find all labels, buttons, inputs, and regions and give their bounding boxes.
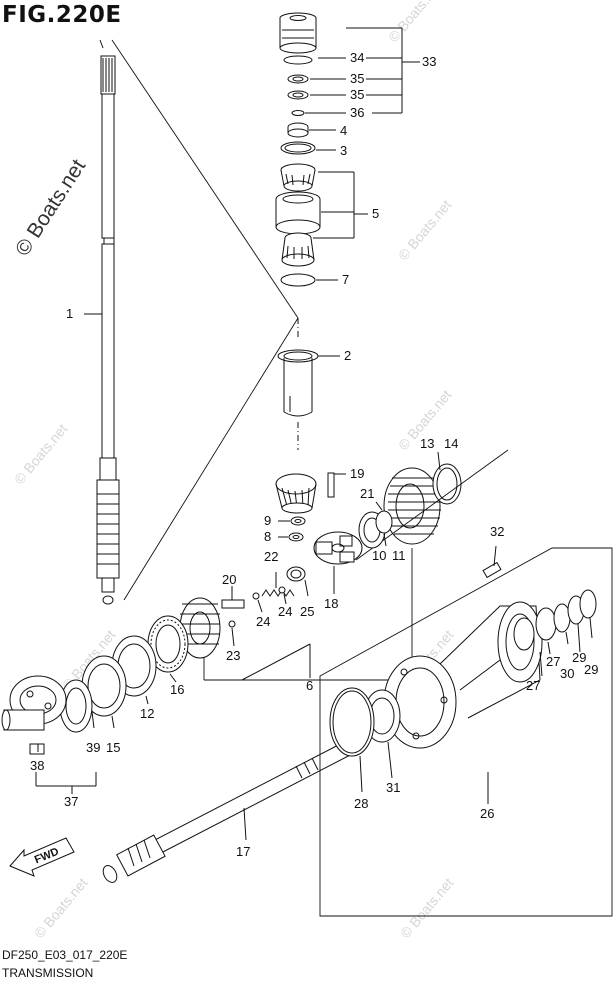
footer-code: DF250_E03_017_220E xyxy=(2,948,128,962)
needle-bearing-27a xyxy=(513,617,535,651)
shim-7 xyxy=(280,273,316,287)
callout-label: 32 xyxy=(490,524,504,539)
clutch-dog-18 xyxy=(313,531,363,565)
callout-label: 25 xyxy=(300,604,314,619)
bearing-housing-37 xyxy=(1,675,67,731)
callout-label: 29 xyxy=(572,650,586,665)
callout-label: 38 xyxy=(30,758,44,773)
callout-label: 34 xyxy=(350,50,364,65)
callout-label: 1 xyxy=(66,306,73,321)
callout-label: 33 xyxy=(422,54,436,69)
seal-29b xyxy=(579,589,597,619)
nut-8 xyxy=(288,532,304,542)
callout-label: 37 xyxy=(64,794,78,809)
footer-caption: TRANSMISSION xyxy=(2,966,94,980)
callout-label: 14 xyxy=(444,436,458,451)
callout-label: 26 xyxy=(480,806,494,821)
push-rod-20 xyxy=(221,599,245,609)
callout-label: 35 xyxy=(350,87,364,102)
callout-label: 28 xyxy=(354,796,368,811)
callout-label: 18 xyxy=(324,596,338,611)
bearing-race-3 xyxy=(280,141,316,155)
propeller-shaft-17 xyxy=(102,739,357,883)
washer-9 xyxy=(290,516,306,526)
callout-label: 27 xyxy=(546,654,560,669)
callout-label: 9 xyxy=(264,513,271,528)
fwd-arrow-icon xyxy=(9,837,75,877)
needle-bearing-27b xyxy=(535,607,557,641)
reverse-gear xyxy=(179,597,221,659)
seal-housing-33 xyxy=(279,12,317,54)
callout-label: 24 xyxy=(256,614,270,629)
callout-label: 36 xyxy=(350,105,364,120)
bearing-sleeve-5 xyxy=(275,191,321,235)
callout-label: 11 xyxy=(392,548,406,563)
callout-label: 39 xyxy=(86,740,100,755)
seal-35a xyxy=(287,74,309,84)
callout-label: 7 xyxy=(342,272,349,287)
forward-gear xyxy=(383,467,441,545)
seal-35b xyxy=(287,90,309,100)
callout-label: 13 xyxy=(420,436,434,451)
callout-label: 8 xyxy=(264,529,271,544)
washer-10 xyxy=(375,510,393,534)
taper-bearing-5b xyxy=(281,232,315,267)
bolt-32 xyxy=(482,545,502,579)
callout-label: 27 xyxy=(526,678,540,693)
figure-title: FIG.220E xyxy=(2,2,122,28)
callout-label: 23 xyxy=(226,648,240,663)
sleeve-2 xyxy=(277,349,319,417)
ball-23 xyxy=(228,620,236,628)
pin-38 xyxy=(29,743,45,755)
callout-label: 15 xyxy=(106,740,120,755)
callout-label: 35 xyxy=(350,71,364,86)
pin-19 xyxy=(327,472,335,498)
callout-label: 6 xyxy=(306,678,313,693)
o-ring-34 xyxy=(283,55,313,65)
callout-label: 24 xyxy=(278,604,292,619)
taper-bearing-5a xyxy=(280,163,316,192)
nut-4 xyxy=(287,122,309,138)
drive-shaft xyxy=(96,39,120,605)
callout-label: 12 xyxy=(140,706,154,721)
callout-label: 31 xyxy=(386,780,400,795)
callout-label: 22 xyxy=(264,549,278,564)
callout-label: 30 xyxy=(560,666,574,681)
callout-label: 10 xyxy=(372,548,386,563)
callout-label: 17 xyxy=(236,844,250,859)
callout-label: 16 xyxy=(170,682,184,697)
callout-label: 29 xyxy=(584,662,598,677)
callout-label: 4 xyxy=(340,123,347,138)
ball-24 xyxy=(278,586,286,594)
callout-labels: 1 2 3 4 5 6 7 8 9 10 11 13 14 15 16 17 1… xyxy=(30,50,598,866)
callout-label: 20 xyxy=(222,572,236,587)
callout-label: 21 xyxy=(360,486,374,501)
pinion-gear xyxy=(275,473,317,514)
spring-22 xyxy=(261,589,295,597)
circlip-36 xyxy=(291,110,305,116)
callout-label: 19 xyxy=(350,466,364,481)
o-ring-28 xyxy=(329,687,375,757)
ball-25 xyxy=(286,566,306,582)
callout-label: 5 xyxy=(372,206,379,221)
callout-label: 2 xyxy=(344,348,351,363)
callout-label: 3 xyxy=(340,143,347,158)
